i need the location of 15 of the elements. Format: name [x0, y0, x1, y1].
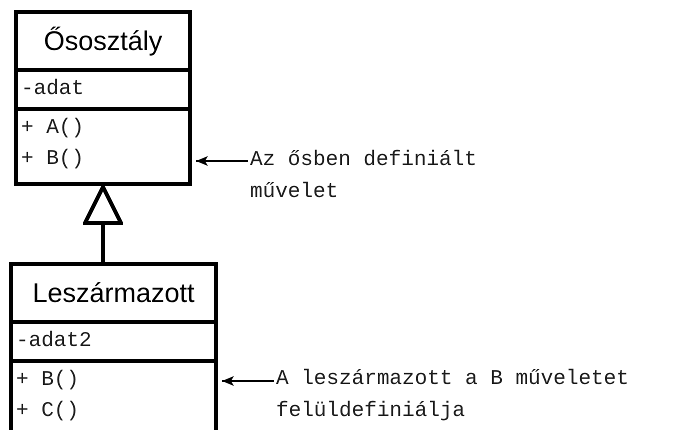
class-name: Leszármazott — [32, 277, 195, 310]
annotation-text: A leszármazott a B műveletet felüldefiniálja — [276, 367, 630, 425]
method-text: + C() — [16, 399, 80, 425]
annotation-text: Az ősben definiált művelet — [250, 148, 478, 206]
method-text: + B() — [16, 368, 80, 394]
method-text: + A() — [21, 116, 84, 142]
class-box — [9, 262, 218, 430]
leader-line — [222, 376, 274, 386]
class-name: Ősosztály — [44, 25, 162, 58]
leader-line — [196, 156, 248, 166]
attribute-text: -adat — [21, 77, 84, 103]
class-box — [14, 10, 192, 186]
inheritance-arrow — [83, 185, 123, 262]
method-text: + B() — [21, 147, 84, 173]
attribute-text: -adat2 — [16, 329, 92, 355]
